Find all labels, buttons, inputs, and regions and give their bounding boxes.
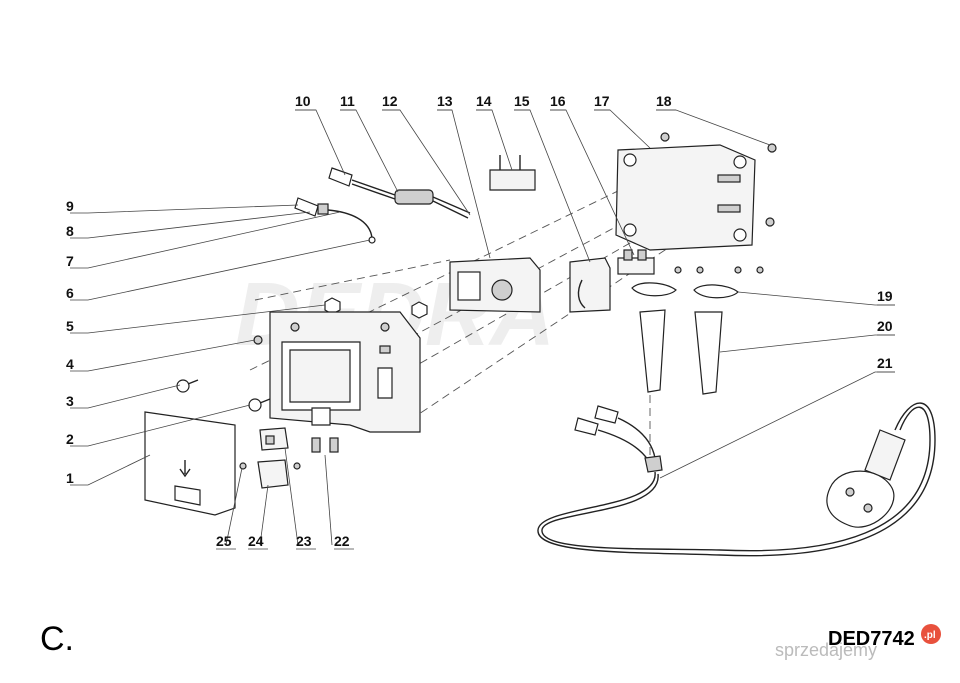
part-number-25: 25 — [216, 533, 232, 549]
part-number-3: 3 — [66, 393, 74, 409]
part-number-23: 23 — [296, 533, 312, 549]
part-number-14: 14 — [476, 93, 492, 109]
part-24-clip — [257, 459, 289, 489]
site-watermark: sprzedajemy .pl — [775, 624, 941, 660]
part-23-latch — [259, 427, 289, 451]
part-21-power-cord — [537, 402, 936, 557]
model-code: DED7742 — [828, 628, 915, 650]
site-watermark-dot — [921, 624, 941, 644]
part-3-screw — [176, 379, 199, 393]
part-number-24: 24 — [248, 533, 264, 549]
site-watermark-suffix: .pl — [924, 630, 936, 641]
part-number-18: 18 — [656, 93, 672, 109]
part-number-4: 4 — [66, 356, 74, 372]
part-number-7: 7 — [66, 253, 74, 269]
part-16-connector — [617, 249, 655, 275]
part-number-11: 11 — [340, 93, 355, 109]
part-13-switch — [449, 257, 541, 313]
part-15-indicator — [569, 257, 611, 313]
part-number-22: 22 — [334, 533, 350, 549]
part-number-labels: 1 2 3 4 5 6 7 8 9 10 11 12 13 14 15 16 1… — [66, 93, 893, 549]
part-number-6: 6 — [66, 285, 74, 301]
part-number-5: 5 — [66, 318, 74, 334]
part-19-cable-clamps — [631, 282, 739, 299]
part-10-12-wire-ferrite — [328, 167, 471, 219]
part-number-12: 12 — [382, 93, 398, 109]
part-number-9: 9 — [66, 198, 74, 214]
part-22-springs — [311, 437, 339, 453]
part-number-19: 19 — [877, 288, 893, 304]
part-20-cable-sleeves — [639, 309, 723, 395]
part-25-screw — [239, 462, 301, 470]
part-6-9-wire-lead — [294, 197, 376, 244]
part-number-15: 15 — [514, 93, 530, 109]
main-housing — [269, 311, 421, 433]
part-number-8: 8 — [66, 223, 74, 239]
part-5-nut — [324, 297, 428, 319]
part-2-screw — [248, 398, 271, 412]
part-4-screw — [253, 335, 263, 345]
part-14-terminal — [489, 155, 536, 191]
part-number-10: 10 — [295, 93, 311, 109]
part-18-screws — [660, 132, 777, 274]
part-number-13: 13 — [437, 93, 453, 109]
part-17-back-box — [615, 144, 756, 251]
part-number-16: 16 — [550, 93, 566, 109]
part-number-2: 2 — [66, 431, 74, 447]
part-1-front-cover — [144, 411, 236, 516]
site-watermark-text: sprzedajemy — [775, 640, 877, 660]
part-number-1: 1 — [66, 470, 74, 486]
section-label: C. — [40, 620, 74, 658]
part-number-21: 21 — [877, 355, 893, 371]
label-underlines — [216, 109, 895, 550]
part-number-20: 20 — [877, 318, 893, 334]
part-number-17: 17 — [594, 93, 610, 109]
